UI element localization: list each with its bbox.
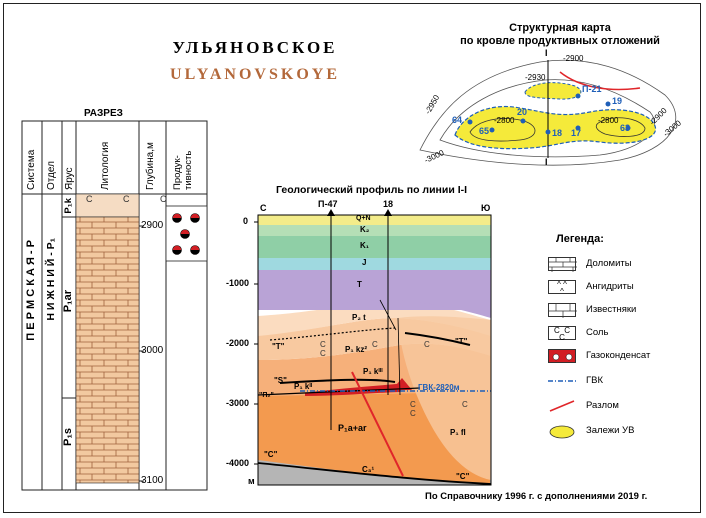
profile-dir-south: Ю — [481, 203, 491, 213]
depth-2900: 2900 — [141, 220, 164, 231]
layer-label-p2t: P₂ t — [352, 313, 366, 322]
layer-label-j: J — [362, 258, 367, 267]
profile-well-18: 18 — [383, 199, 394, 209]
horizon-label-c-right: "C" — [456, 472, 470, 481]
layer-label-p1fl: P₁ fl — [450, 428, 466, 437]
legend-item-anhydrite: ^ ^^ Ангидриты — [548, 280, 698, 298]
well-label-63: 63 — [620, 123, 631, 133]
legend-title: Легенда: — [556, 233, 604, 245]
salt-symbols-dome: C C C — [410, 400, 490, 418]
well-label-18: 18 — [552, 128, 563, 138]
gvk-label: ГВК-2820м — [418, 383, 460, 392]
map-title-line2: по кровле продуктивных отложений — [460, 35, 660, 47]
layer-label-k2: K₂ — [360, 225, 370, 234]
legend-item-deposits: Залежи УВ — [548, 424, 698, 442]
layer-label-p1a-ar: P₁a+ar — [338, 423, 367, 433]
contour-label-5: -2800 — [598, 116, 619, 125]
legend-item-dolomite: Доломиты — [548, 257, 698, 275]
legend-item-gvk: ГВК — [548, 374, 698, 392]
figure-frame — [3, 3, 701, 513]
layer-label-k1: K₁ — [360, 241, 370, 250]
salt-symbols-profile: C C C C — [320, 340, 452, 358]
legend-label-limestone: Известняки — [586, 304, 637, 315]
depth-3100: 3100 — [141, 475, 164, 486]
profile-depth-0: 0 — [243, 216, 249, 226]
map-title-line1: Структурная карта — [509, 22, 611, 34]
legend-label-gas-condensate: Газоконденсат — [586, 350, 651, 361]
dolomite-swatch — [548, 257, 577, 272]
gas-condensate-symbols — [171, 212, 203, 256]
well-label-20: 20 — [517, 107, 528, 117]
well-label-19: 19 — [612, 96, 623, 106]
horizon-label-p2: "П₂" — [259, 392, 274, 399]
map-title: Структурная карта по кровле продуктивных… — [430, 22, 690, 48]
profile-depth-unit: м — [248, 476, 255, 486]
field-title-ru: УЛЬЯНОВСКОЕ — [172, 38, 338, 57]
layer-label-c3: C₃¹ — [362, 465, 375, 474]
legend-item-limestone: Известняки — [548, 303, 698, 321]
contour-label-4: -2800 — [494, 116, 515, 125]
legend-label-deposits: Залежи УВ — [586, 425, 635, 436]
profile-depth-1000: -1000 — [226, 278, 250, 288]
line-label-bottom: I — [545, 157, 548, 167]
field-title-en: ULYANOVSKOYE — [170, 66, 340, 83]
legend-item-gas-condensate: Газоконденсат — [548, 349, 698, 367]
contour-label-1: -2900 — [563, 54, 584, 63]
well-label-p21: П-21 — [582, 84, 602, 94]
legend-label-anhydrite: Ангидриты — [586, 281, 634, 292]
anhydrite-swatch: ^ ^^ — [548, 280, 576, 296]
profile-well-p47: П-47 — [318, 199, 338, 209]
legend-label-fault: Разлом — [586, 400, 619, 411]
well-label-65: 65 — [479, 126, 490, 136]
fault-swatch — [548, 399, 576, 413]
salt-symbols: C C C — [86, 194, 181, 204]
line-label-top: I — [545, 48, 548, 58]
layer-label-t: T — [357, 280, 362, 289]
well-label-64: 64 — [452, 115, 463, 125]
section-title: РАЗРЕЗ — [84, 108, 123, 119]
profile-depth-4000: -4000 — [226, 458, 250, 468]
legend-item-fault: Разлом — [548, 399, 698, 417]
horizon-label-t-left: "T" — [272, 342, 285, 351]
layer-label-p1kii: P₁ kᴵᴵ — [294, 382, 313, 391]
contour-label-2: -2930 — [525, 73, 546, 82]
gvk-swatch — [548, 374, 576, 388]
layer-label-p1kz2: P₁ kz² — [345, 345, 367, 354]
legend-label-dolomite: Доломиты — [586, 258, 632, 269]
layer-label-qn: Q+N — [356, 215, 371, 222]
gas-condensate-swatch — [548, 349, 576, 363]
profile-depth-3000: -3000 — [226, 398, 250, 408]
horizon-label-t-right: "T" — [455, 337, 468, 346]
limestone-swatch — [548, 303, 577, 318]
layer-label-p1kiii: P₁ kᴵᴵᴵ — [363, 367, 383, 376]
legend-label-salt: Соль — [586, 327, 609, 338]
legend-label-gvk: ГВК — [586, 375, 604, 386]
horizon-label-c-left: "C" — [264, 450, 278, 459]
horizon-label-s: "S" — [274, 376, 287, 385]
profile-title: Геологический профиль по линии I-I — [276, 184, 468, 196]
well-label-17: 17 — [571, 128, 582, 138]
source-note: По Справочнику 1996 г. с дополнениями 20… — [425, 491, 648, 502]
profile-depth-2000: -2000 — [226, 338, 250, 348]
depth-3000: 3000 — [141, 345, 164, 356]
profile-dir-north: С — [260, 203, 267, 213]
deposits-swatch — [548, 424, 576, 439]
